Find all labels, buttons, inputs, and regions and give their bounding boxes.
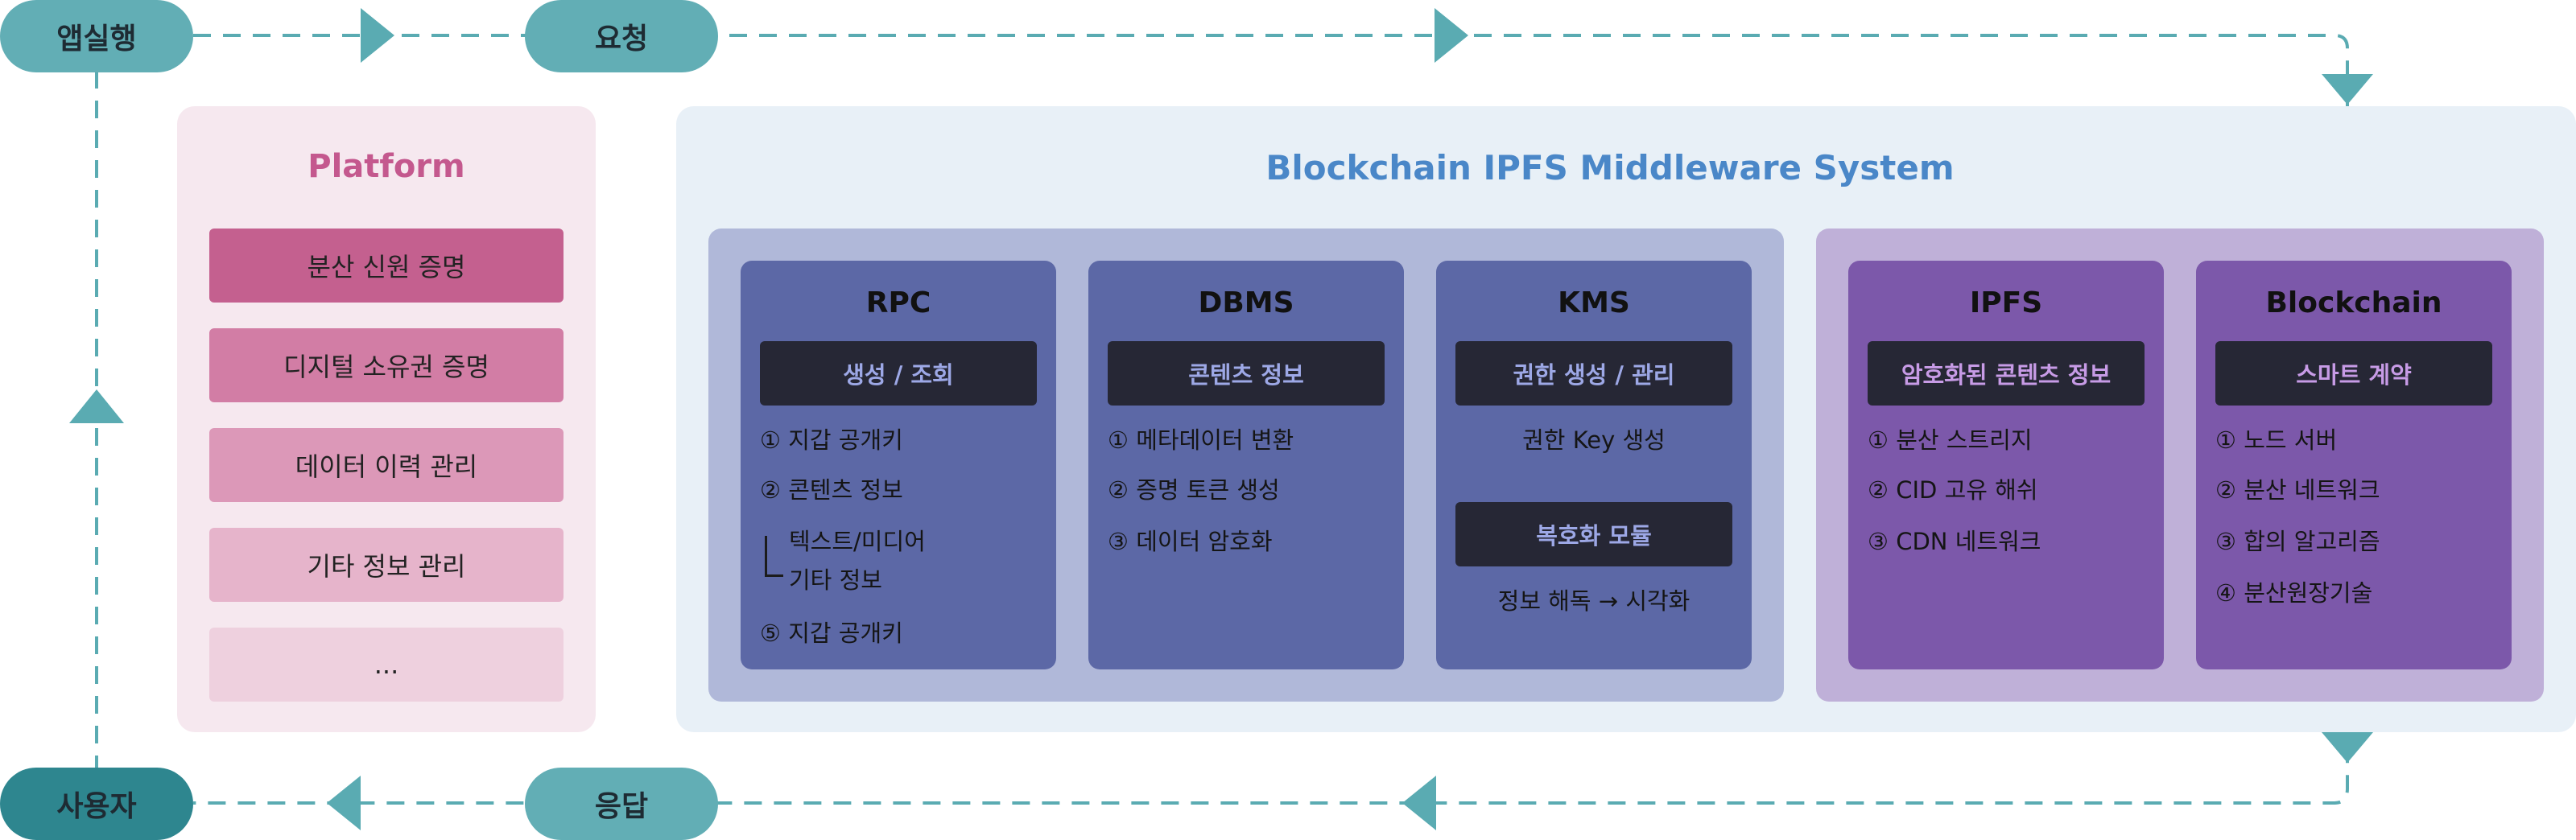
user-pill: 사용자 <box>0 768 193 840</box>
rpc-line: 텍스트/미디어 <box>789 528 926 555</box>
kms-title: KMS <box>1558 286 1630 319</box>
dbms-subheader: 콘텐츠 정보 <box>1108 341 1385 406</box>
blockchain-line: ① 노드 서버 <box>2215 426 2338 454</box>
blockchain-line: ④ 분산원장기술 <box>2215 579 2373 607</box>
rpc-subheader: 생성 / 조회 <box>760 341 1037 406</box>
ipfs-subheader: 암호화된 콘텐츠 정보 <box>1868 341 2145 406</box>
kms-card: KMS 권한 생성 / 관리 권한 Key 생성 복호화 모듈 정보 해독 → … <box>1436 261 1752 669</box>
arrow-right-icon <box>361 8 394 63</box>
ipfs-title: IPFS <box>1969 286 2043 319</box>
platform-item: 데이터 이력 관리 <box>209 428 564 502</box>
platform-item: 기타 정보 관리 <box>209 528 564 602</box>
rpc-title: RPC <box>865 286 931 319</box>
arrow-left-icon <box>327 776 361 830</box>
kms-line: 권한 Key 생성 <box>1522 426 1666 454</box>
dbms-line: ③ 데이터 암호화 <box>1108 528 1273 555</box>
blockchain-card: Blockchain 스마트 계약 ① 노드 서버 ② 분산 네트워크 ③ 합의… <box>2196 261 2512 669</box>
dbms-line: ② 증명 토큰 생성 <box>1108 476 1280 504</box>
ipfs-line: ② CID 고유 해쉬 <box>1868 476 2038 504</box>
blockchain-subheader: 스마트 계약 <box>2215 341 2492 406</box>
kms-line: 정보 해독 → 시각화 <box>1497 587 1690 615</box>
bracket-icon <box>765 536 783 577</box>
platform-title: Platform <box>308 148 465 185</box>
request-pill: 요청 <box>525 0 718 72</box>
response-pill: 응답 <box>525 768 718 840</box>
platform-item: ... <box>209 628 564 702</box>
app-run-pill: 앱실행 <box>0 0 193 72</box>
arrow-up-icon <box>69 389 124 423</box>
ipfs-card: IPFS 암호화된 콘텐츠 정보 ① 분산 스트리지 ② CID 고유 해쉬 ③… <box>1848 261 2164 669</box>
dbms-card: DBMS 콘텐츠 정보 ① 메타데이터 변환 ② 증명 토큰 생성 ③ 데이터 … <box>1088 261 1404 669</box>
blockchain-title: Blockchain <box>2265 286 2442 319</box>
arrow-down-icon <box>2322 732 2373 763</box>
platform-item: 디지털 소유권 증명 <box>209 328 564 402</box>
rpc-line: ② 콘텐츠 정보 <box>760 476 903 504</box>
platform-panel: Platform 분산 신원 증명 디지털 소유권 증명 데이터 이력 관리 기… <box>177 106 596 732</box>
dbms-line: ① 메타데이터 변환 <box>1108 426 1294 454</box>
ipfs-line: ① 분산 스트리지 <box>1868 426 2033 454</box>
rpc-line: ① 지갑 공개키 <box>760 426 903 454</box>
middleware-title: Blockchain IPFS Middleware System <box>1265 148 1955 187</box>
arrow-left-icon <box>1402 776 1436 830</box>
rpc-line: 기타 정보 <box>789 566 882 594</box>
rpc-line: ⑤ 지갑 공개키 <box>760 620 903 647</box>
blockchain-line: ③ 합의 알고리즘 <box>2215 528 2380 555</box>
rpc-card: RPC 생성 / 조회 ① 지갑 공개키 ② 콘텐츠 정보 텍스트/미디어 기타… <box>741 261 1056 669</box>
blockchain-line: ② 분산 네트워크 <box>2215 476 2380 504</box>
platform-item: 분산 신원 증명 <box>209 229 564 303</box>
dbms-title: DBMS <box>1198 286 1294 319</box>
ipfs-line: ③ CDN 네트워크 <box>1868 528 2041 555</box>
kms-subheader: 권한 생성 / 관리 <box>1455 341 1732 406</box>
arrow-right-icon <box>1435 8 1468 63</box>
kms-decrypt-module: 복호화 모듈 <box>1455 502 1732 566</box>
arrow-down-icon <box>2322 74 2373 105</box>
